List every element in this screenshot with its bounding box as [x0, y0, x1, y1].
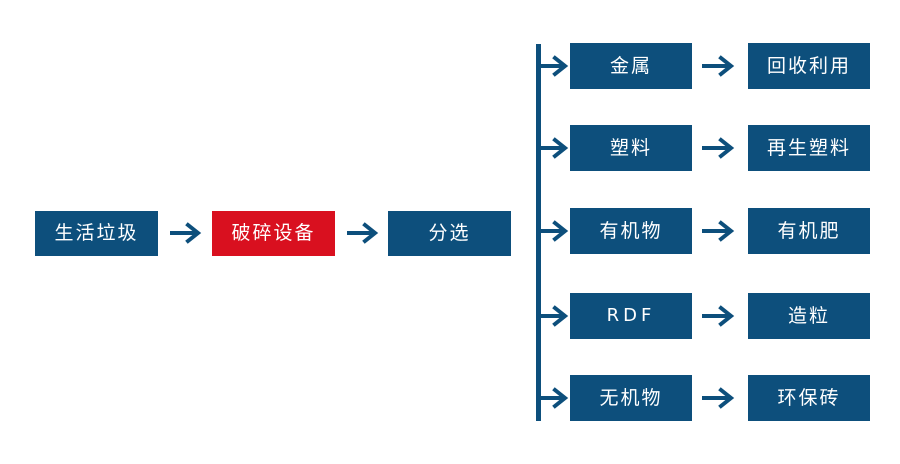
arrow-right-icon-product-4: [702, 302, 740, 330]
node-sorting[interactable]: 分选: [388, 211, 511, 256]
arrow-right-icon-branch-2: [538, 134, 572, 162]
node-material-inorganic[interactable]: 无机物: [570, 375, 692, 421]
arrow-right-icon-branch-4: [538, 302, 572, 330]
node-product-recycling[interactable]: 回收利用: [748, 43, 870, 89]
arrow-right-icon-product-5: [702, 384, 740, 412]
node-material-organic[interactable]: 有机物: [570, 208, 692, 254]
arrow-right-icon-product-1: [702, 52, 740, 80]
node-crushing-equipment[interactable]: 破碎设备: [212, 211, 335, 256]
node-material-rdf[interactable]: RDF: [570, 293, 692, 339]
node-product-eco-brick[interactable]: 环保砖: [748, 375, 870, 421]
node-material-metal[interactable]: 金属: [570, 43, 692, 89]
arrow-right-icon-product-2: [702, 134, 740, 162]
arrow-right-icon-branch-5: [538, 384, 572, 412]
node-product-pelletizing[interactable]: 造粒: [748, 293, 870, 339]
node-product-organic-fertilizer[interactable]: 有机肥: [748, 208, 870, 254]
node-input-waste[interactable]: 生活垃圾: [35, 211, 158, 256]
arrow-right-icon-main-2: [347, 219, 383, 247]
arrow-right-icon-branch-3: [538, 217, 572, 245]
arrow-right-icon-branch-1: [538, 52, 572, 80]
arrow-right-icon-main-1: [170, 219, 206, 247]
arrow-right-icon-product-3: [702, 217, 740, 245]
node-product-recycled-plastic[interactable]: 再生塑料: [748, 125, 870, 171]
node-material-plastic[interactable]: 塑料: [570, 125, 692, 171]
